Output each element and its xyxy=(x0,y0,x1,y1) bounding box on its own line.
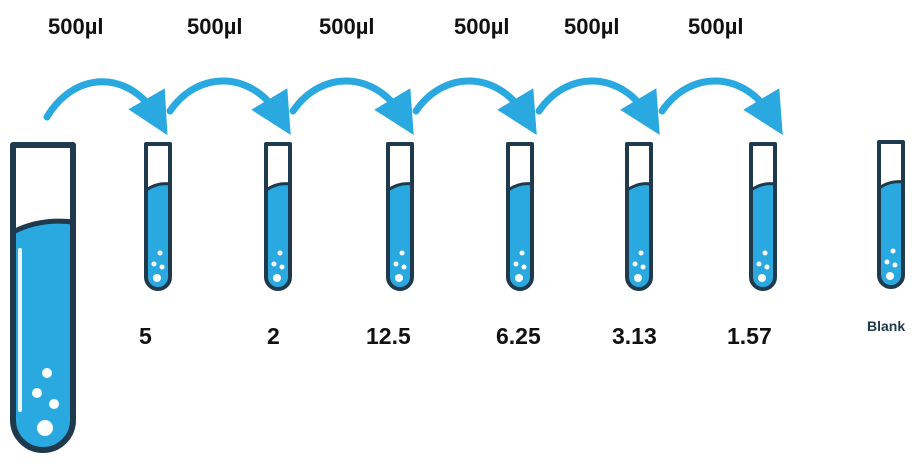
dilution-tube xyxy=(749,142,777,291)
concentration-label: 2 xyxy=(267,323,280,349)
transfer-arrow xyxy=(658,77,783,136)
dilution-tube xyxy=(386,142,414,291)
concentration-label: 3.13 xyxy=(612,323,657,349)
dilution-tube xyxy=(506,142,534,291)
bubble xyxy=(42,368,52,378)
dilution-tube xyxy=(625,142,653,291)
concentration-label: 1.57 xyxy=(727,323,772,349)
transfer-arrow xyxy=(43,78,168,136)
transfer-volume-label: 500µl xyxy=(454,14,510,39)
transfer-arrow xyxy=(289,77,414,136)
bubble xyxy=(49,399,59,409)
transfer-volume-label: 500µl xyxy=(564,14,620,39)
transfer-arrow xyxy=(412,77,537,136)
transfer-volume-label: 500µl xyxy=(187,14,243,39)
blank-label: Blank xyxy=(867,318,906,334)
dilution-tube xyxy=(144,142,172,291)
transfer-volume-label: 500µl xyxy=(319,14,375,39)
blank-tube xyxy=(877,140,905,289)
dilution-tube xyxy=(264,142,292,291)
concentration-label: 12.5 xyxy=(366,323,411,349)
concentration-label: 6.25 xyxy=(496,323,541,349)
transfer-volume-label: 500µl xyxy=(688,14,744,39)
bubble xyxy=(37,420,53,436)
transfer-arrow xyxy=(535,77,660,136)
stock-tube xyxy=(10,142,76,453)
concentration-label: 5 xyxy=(139,323,152,349)
bubble xyxy=(32,388,42,398)
transfer-arrow xyxy=(166,77,291,136)
transfer-volume-label: 500µl xyxy=(48,14,104,39)
